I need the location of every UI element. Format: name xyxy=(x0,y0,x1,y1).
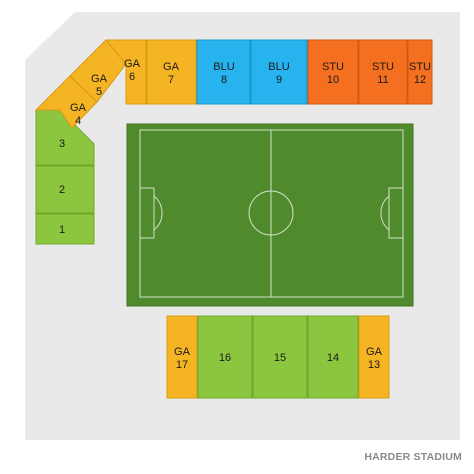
section-ga-6[interactable]: GA 6 xyxy=(104,39,147,105)
venue-name: HARDER STADIUM xyxy=(364,451,462,463)
section-16-label: 16 xyxy=(219,352,231,364)
section-2[interactable]: 2 xyxy=(35,165,95,214)
section-stu-12[interactable]: STU 12 xyxy=(407,39,433,105)
section-stu-10-line2: 10 xyxy=(327,74,339,86)
section-ga-17-line2: 17 xyxy=(176,359,188,371)
section-15[interactable]: 15 xyxy=(252,315,308,399)
section-stu-11-line1: STU xyxy=(372,61,394,73)
section-3-label: 3 xyxy=(59,138,65,150)
section-ga-6-line1: GA xyxy=(124,58,141,70)
section-blu-9-line2: 9 xyxy=(276,74,282,86)
section-14-label: 14 xyxy=(327,352,339,364)
section-16[interactable]: 16 xyxy=(197,315,253,399)
section-blu-8[interactable]: BLU 8 xyxy=(196,39,251,105)
section-ga-5-line1: GA xyxy=(91,73,108,85)
section-stu-11-line2: 11 xyxy=(377,74,388,86)
section-blu-9-line1: BLU xyxy=(268,61,289,73)
section-ga-6-line2: 6 xyxy=(129,71,135,83)
section-stu-10-line1: STU xyxy=(322,61,344,73)
section-14[interactable]: 14 xyxy=(307,315,359,399)
section-ga-4-line1: GA xyxy=(70,102,87,114)
section-ga-7[interactable]: GA 7 xyxy=(146,39,197,105)
section-stu-12-line2: 12 xyxy=(414,74,426,86)
section-2-label: 2 xyxy=(59,184,65,196)
section-stu-10[interactable]: STU 10 xyxy=(307,39,359,105)
section-ga-7-line2: 7 xyxy=(168,74,174,86)
section-1[interactable]: 1 xyxy=(35,213,95,245)
section-stu-12-line1: STU xyxy=(409,61,431,73)
section-15-label: 15 xyxy=(274,352,286,364)
section-ga-7-line1: GA xyxy=(163,61,180,73)
section-ga-17-line1: GA xyxy=(174,346,191,358)
section-ga-17[interactable]: GA 17 xyxy=(166,315,198,399)
section-ga-4[interactable]: GA 4 xyxy=(34,75,98,129)
section-blu-8-line1: BLU xyxy=(213,61,234,73)
section-blu-8-line2: 8 xyxy=(221,74,227,86)
section-1-label: 1 xyxy=(59,224,65,236)
section-ga-13-line1: GA xyxy=(366,346,383,358)
section-ga-5-line2: 5 xyxy=(96,86,102,98)
section-ga-13[interactable]: GA 13 xyxy=(358,315,390,399)
section-blu-9[interactable]: BLU 9 xyxy=(250,39,308,105)
soccer-field xyxy=(126,123,414,307)
section-stu-11[interactable]: STU 11 xyxy=(358,39,408,105)
section-ga-13-line2: 13 xyxy=(368,359,380,371)
section-ga-4-line2: 4 xyxy=(75,115,81,127)
